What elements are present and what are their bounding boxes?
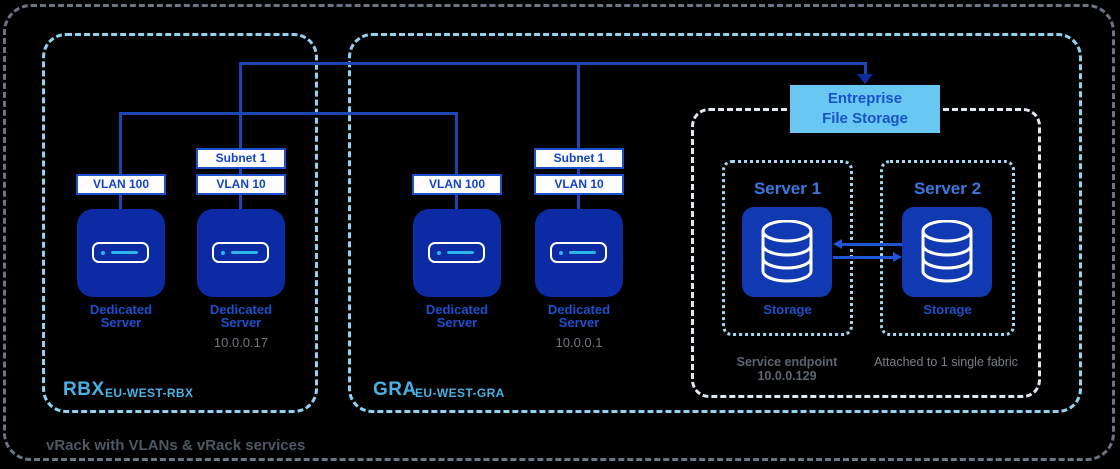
server-chassis-shape xyxy=(212,242,269,263)
dedicated-server-label: Dedicated Server xyxy=(89,302,153,330)
vlan10-bus-line xyxy=(239,62,867,65)
vlan-tag: VLAN 10 xyxy=(196,174,286,195)
dedicated-server-icon xyxy=(77,209,165,297)
storage-server2-name: Server 2 xyxy=(913,179,982,198)
dedicated-server-label: Dedicated Server xyxy=(547,302,611,330)
storage-drop-line xyxy=(864,62,867,76)
rbx-vlan100-link-line xyxy=(119,112,122,209)
dedicated-server-icon xyxy=(413,209,501,297)
gra-subnet-link-line xyxy=(577,62,580,209)
efs-title-line1: Entreprise xyxy=(827,90,903,107)
server-led-dot xyxy=(221,251,225,255)
subnet-tag: Subnet 1 xyxy=(196,148,286,169)
storage-server1-name: Server 1 xyxy=(753,179,822,198)
enterprise-file-storage-box: Entreprise File Storage xyxy=(790,85,940,133)
storage-database-icon xyxy=(902,207,992,297)
region-rbx xyxy=(42,33,318,413)
gra-region-name: GRA xyxy=(373,379,417,400)
dedicated-server-label: Dedicated Server xyxy=(425,302,489,330)
storage-server2-frame xyxy=(880,160,1015,336)
vlan-tag: VLAN 10 xyxy=(534,174,624,195)
dedicated-server-icon xyxy=(197,209,285,297)
subnet-tag: Subnet 1 xyxy=(534,148,624,169)
storage-database-icon xyxy=(742,207,832,297)
rbx-region-name: RBX xyxy=(63,379,105,400)
storage-label: Storage xyxy=(923,302,972,317)
dedicated-server-icon xyxy=(535,209,623,297)
server-chassis-shape xyxy=(550,242,607,263)
gra-vlan100-link-line xyxy=(455,112,458,209)
vrack-boundary xyxy=(3,4,1115,461)
database-cylinder-glyph xyxy=(921,220,973,283)
transfer-line-left xyxy=(841,243,902,246)
vlan-tag: VLAN 100 xyxy=(412,174,502,195)
vlan-tag: VLAN 100 xyxy=(76,174,166,195)
server-slot-line xyxy=(231,251,258,254)
fabric-note-caption: Attached to 1 single fabric xyxy=(874,355,1018,369)
rbx-subnet-link-line xyxy=(239,62,242,209)
server-chassis-shape xyxy=(428,242,485,263)
region-gra xyxy=(348,33,1082,413)
transfer-arrow-left-icon xyxy=(833,239,842,249)
transfer-arrow-right-icon xyxy=(893,252,902,262)
database-cylinder-glyph xyxy=(761,220,813,283)
storage-label: Storage xyxy=(763,302,812,317)
efs-title-line2: File Storage xyxy=(822,110,908,127)
service-endpoint-caption: Service endpoint 10.0.0.129 xyxy=(736,355,838,383)
server-led-dot xyxy=(559,251,563,255)
gra-region-code: EU-WEST-GRA xyxy=(415,386,505,400)
server-slot-line xyxy=(111,251,138,254)
transfer-line-right xyxy=(833,256,894,259)
server-slot-line xyxy=(447,251,474,254)
server-slot-line xyxy=(569,251,596,254)
vlan100-bus-line xyxy=(119,112,458,115)
server-chassis-shape xyxy=(92,242,149,263)
rbx-region-code: EU-WEST-RBX xyxy=(105,386,194,400)
diagram-caption: vRack with VLANs & vRack services xyxy=(46,437,306,454)
server-led-dot xyxy=(437,251,441,255)
dedicated-server-label: Dedicated Server xyxy=(209,302,273,330)
server-led-dot xyxy=(101,251,105,255)
server-ip: 10.0.0.17 xyxy=(213,335,269,350)
arrow-down-icon xyxy=(857,74,873,84)
server-ip: 10.0.0.1 xyxy=(555,335,603,350)
storage-server1-frame xyxy=(722,160,853,336)
